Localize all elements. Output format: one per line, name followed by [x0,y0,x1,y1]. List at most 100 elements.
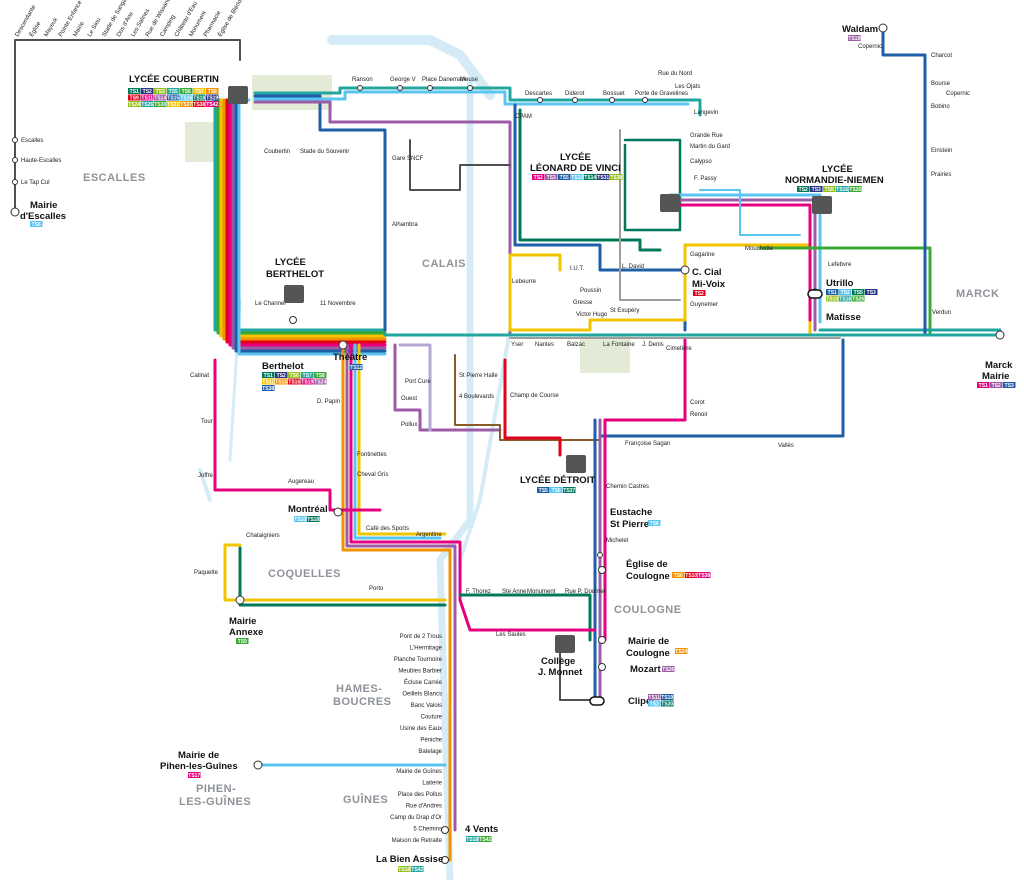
svg-text:Stade du Souvenir: Stade du Souvenir [300,149,349,155]
hub-marck-1: Marck [985,360,1013,371]
line-badge [597,174,610,180]
svg-text:Port Cure: Port Cure [405,379,431,385]
line-badge-label: TS6 [32,222,41,228]
line-badge-label: TS26 [141,102,153,108]
line-theatre-lilac [398,343,432,432]
stop-label: Camp du Drap d'Or [390,815,442,821]
svg-text:CPAM: CPAM [515,114,532,120]
line-badge-label: TS8 [316,373,325,379]
hub-monnet-1: Collège [541,656,575,667]
svg-text:Café des Sports: Café des Sports [366,526,409,532]
line-badge-label: TS42 [479,837,491,843]
svg-text:Le Channel: Le Channel [255,301,286,307]
line-badge-label: TS30 [154,102,166,108]
hub-monnet-2: J. Monnet [538,667,583,678]
hub-mairie-coulogne-1: Mairie de [628,636,669,647]
line-badge-label: TS15 [275,379,287,385]
stop-label: Oeillets Blancs [402,692,442,698]
svg-text:Rue P. Doumer: Rue P. Doumer [565,589,606,595]
line-waldam [881,28,927,337]
line-badge-label: TS11 [648,695,660,701]
line-badge [563,487,576,493]
line-north-c [253,90,690,106]
line-badge [154,94,167,101]
school-icon [284,285,304,303]
line-badge-label: TS1 [264,373,273,379]
line-badge-label: TS38 [698,573,710,579]
stop-dots [10,23,1005,864]
svg-text:Michelet: Michelet [606,538,629,544]
line-badge-label: TS5 [169,89,178,95]
line-badge [661,694,674,700]
svg-text:Bourse: Bourse [931,81,951,87]
line-vinci-3 [619,129,681,301]
line-badge [236,638,249,644]
svg-text:Alhambra: Alhambra [392,222,418,228]
line-badge [314,378,327,385]
line-badge-label: TS1 [130,89,139,95]
stop-label: Couture [421,715,443,721]
stop-capsules [589,289,823,706]
line-badge-label: TS26 [849,187,861,193]
line-badge [571,174,584,180]
svg-text:Les Saules: Les Saules [496,632,526,638]
line-badge-label: TS16 [288,379,300,385]
line-badge [141,88,154,94]
line-badge [698,572,711,578]
svg-text:Augereau: Augereau [288,479,314,485]
hub-annexe-2: Annexe [229,627,263,638]
hub-cial-1: C. Cial [692,267,722,278]
line-badge [180,88,193,94]
line-badge [852,289,865,295]
line-badge-label: TS16 [180,95,192,101]
line-badge [398,866,411,872]
commune-labels: ESCALLES CALAIS MARCK COQUELLES COULOGNE… [83,172,999,808]
hub-normandie-1: LYCÉE [822,164,853,175]
hub-mairie-coulogne-2: Coulogne [626,648,670,659]
hub-berthelot-lycee-2: BERTHELOT [266,269,324,280]
svg-text:Calypso: Calypso [690,159,712,165]
line-badge-label: TS16 [836,187,848,193]
line-badge [479,836,492,842]
stop-label: Laiterie [422,781,442,787]
svg-text:Ste Anne: Ste Anne [502,589,527,595]
line-badge [532,174,545,180]
line-badge-label: TS3 [650,701,659,707]
line-badge-label: TS10 [294,517,306,523]
line-badge [154,88,167,94]
line-badge [141,94,154,101]
svg-text:Diderot: Diderot [565,91,585,97]
line-vinci-2 [518,108,662,252]
line-badge-label: TS18 [193,95,205,101]
line-badge-label: TS1 [979,383,988,389]
line-badge-label: TS5 [825,187,834,193]
svg-text:Le Tap Cul: Le Tap Cul [21,180,50,186]
svg-text:Yser: Yser [511,342,523,348]
line-badge [545,174,558,180]
hub-vinci-1: LYCÉE [560,152,591,163]
hub-pihen-2: Pihen-les-Guînes [160,761,238,772]
hub-vinci-2: LÉONARD DE VINCI [530,163,621,174]
line-badge [675,648,688,654]
school-icon [812,196,832,214]
line-badge [693,290,706,296]
hub-escalles-1: Mairie [30,200,57,211]
line-coulogne-m [458,598,597,632]
line-badge [990,382,1003,388]
svg-text:D. Papin: D. Papin [317,399,340,405]
line-badge [852,295,865,302]
line-north-d [253,100,512,337]
hub-pihen-1: Mairie de [178,750,219,761]
line-badge-label: TS9 [130,95,139,101]
line-gendarmerie [409,139,511,191]
line-badge [839,295,852,302]
line-badge-label: TS3 [156,89,165,95]
line-badge-label: TS42 [411,867,423,873]
school-icon [228,86,248,104]
stop-label: Banc Valois [411,703,442,709]
line-badge-label: TS6 [290,373,299,379]
svg-text:Martin du Gard: Martin du Gard [690,144,730,150]
line-bundle-7 [231,98,387,350]
hub-berthelot-lycee-1: LYCÉE [275,257,306,268]
